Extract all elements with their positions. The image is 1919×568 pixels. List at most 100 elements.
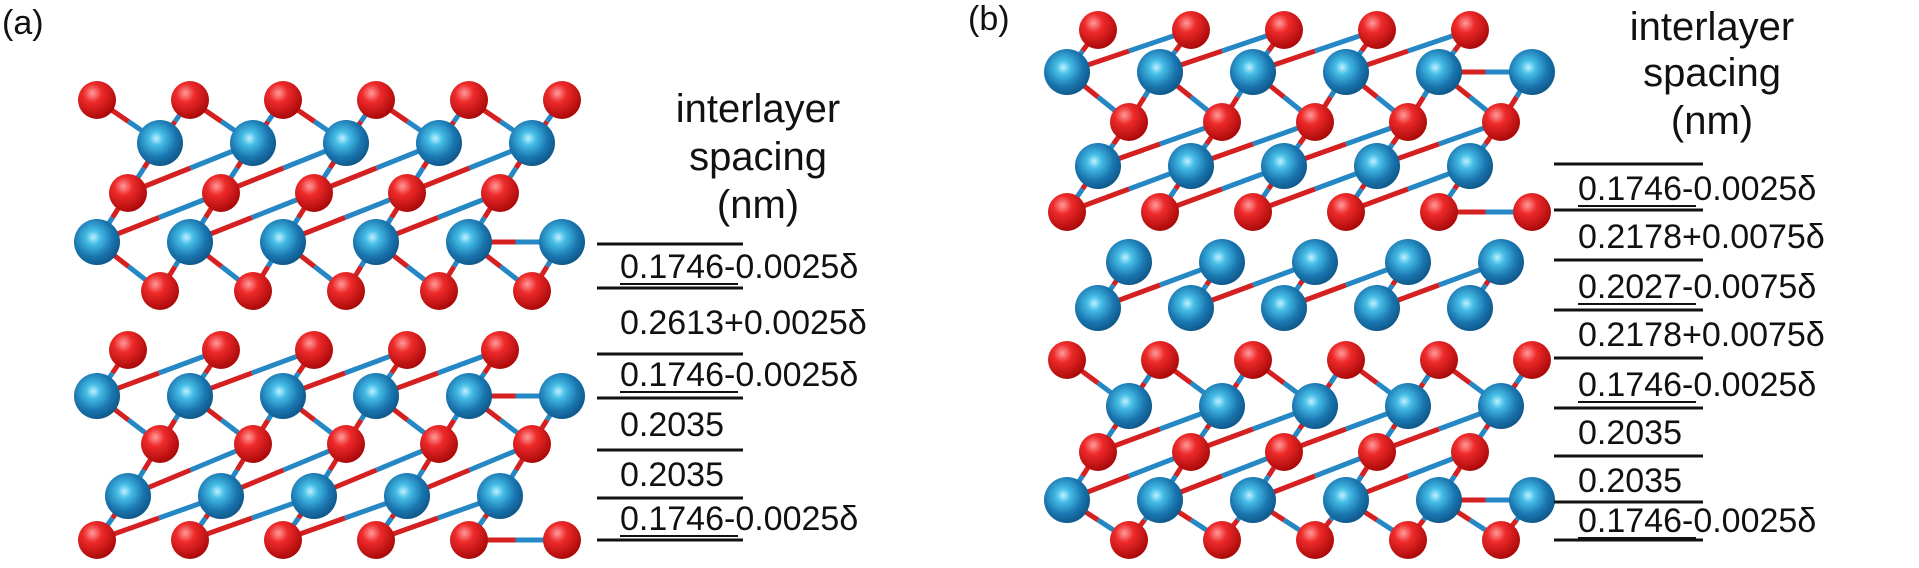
red-atom (357, 81, 395, 119)
panel-b-atom-spheres (1044, 11, 1555, 559)
red-atom (1079, 433, 1117, 471)
panel-b-header-line-1: interlayer (1630, 5, 1795, 49)
red-atom (1265, 433, 1303, 471)
blue-atom (1168, 143, 1214, 189)
blue-atom (477, 473, 523, 519)
blue-atom (230, 120, 276, 166)
blue-atom (1323, 477, 1369, 523)
blue-atom (1447, 143, 1493, 189)
spacing-value: 0.1746-0.0025δ (620, 248, 858, 286)
red-atom (1420, 341, 1458, 379)
panel-b-spacing-table: 0.1746-0.0025δ 0.2178+0.0075δ 0.2027-0.0… (1554, 162, 1825, 542)
spacing-value: 0.2613+0.0025δ (620, 304, 867, 342)
blue-atom (1199, 239, 1245, 285)
red-atom (1296, 521, 1334, 559)
red-atom (295, 174, 333, 212)
red-atom (388, 331, 426, 369)
blue-atom (1075, 285, 1121, 331)
red-atom (450, 521, 488, 559)
red-atom (1172, 433, 1210, 471)
red-atom (420, 272, 458, 310)
panel-b-label: (b) (968, 0, 1010, 38)
blue-atom (260, 219, 306, 265)
spacing-value: 0.2178+0.0075δ (1578, 218, 1825, 256)
blue-atom (1447, 285, 1493, 331)
red-atom (1513, 193, 1551, 231)
spacing-value: 0.1746-0.0025δ (1578, 366, 1816, 404)
panel-a-atom-spheres (74, 81, 585, 559)
red-atom (78, 521, 116, 559)
red-atom (141, 272, 179, 310)
blue-atom (1106, 383, 1152, 429)
red-atom (1420, 193, 1458, 231)
blue-atom (509, 120, 555, 166)
panel-b-header-line-3: (nm) (1671, 99, 1753, 143)
red-atom (481, 331, 519, 369)
panel-a-header-line-1: interlayer (676, 87, 841, 131)
spacing-value: 0.1746-0.0025δ (1578, 170, 1816, 208)
blue-atom (446, 373, 492, 419)
red-atom (78, 81, 116, 119)
blue-atom (167, 373, 213, 419)
red-atom (1141, 193, 1179, 231)
red-atom (295, 331, 333, 369)
blue-atom (539, 373, 585, 419)
red-atom (1358, 11, 1396, 49)
red-atom (1482, 103, 1520, 141)
blue-atom (1478, 383, 1524, 429)
blue-atom (1509, 49, 1555, 95)
red-atom (1141, 341, 1179, 379)
blue-atom (1261, 143, 1307, 189)
blue-atom (1075, 143, 1121, 189)
blue-atom (1292, 383, 1338, 429)
panel-a: (a) interlayer spacing (nm) 0.1746-0.002… (2, 4, 867, 559)
red-atom (171, 521, 209, 559)
blue-atom (353, 373, 399, 419)
red-atom (1358, 433, 1396, 471)
spacing-value: 0.2035 (620, 406, 724, 444)
red-atom (171, 81, 209, 119)
blue-atom (1199, 383, 1245, 429)
panel-a-spacing-table: 0.1746-0.0025δ 0.2613+0.0025δ 0.1746-0.0… (597, 242, 867, 542)
red-atom (1265, 11, 1303, 49)
blue-atom (1385, 239, 1431, 285)
blue-atom (1137, 49, 1183, 95)
red-atom (1110, 103, 1148, 141)
panel-b-atoms (1044, 11, 1555, 559)
blue-atom (1044, 49, 1090, 95)
red-atom (202, 174, 240, 212)
blue-atom (1385, 383, 1431, 429)
panel-b-header-line-2: spacing (1643, 51, 1781, 95)
blue-atom (416, 120, 462, 166)
red-atom (1451, 11, 1489, 49)
red-atom (109, 174, 147, 212)
blue-atom (353, 219, 399, 265)
panel-a-header-line-3: (nm) (717, 183, 799, 227)
red-atom (513, 272, 551, 310)
blue-atom (1416, 49, 1462, 95)
red-atom (1389, 521, 1427, 559)
blue-atom (539, 219, 585, 265)
panel-a-atoms (74, 81, 585, 559)
spacing-value: 0.1746-0.0025δ (1578, 502, 1816, 540)
red-atom (1296, 103, 1334, 141)
spacing-value: 0.2027-0.0075δ (1578, 268, 1816, 306)
panel-b-spacing-header: interlayer spacing (nm) (1630, 5, 1795, 143)
red-atom (109, 331, 147, 369)
red-atom (420, 425, 458, 463)
red-atom (1203, 521, 1241, 559)
red-atom (357, 521, 395, 559)
blue-atom (74, 373, 120, 419)
blue-atom (105, 473, 151, 519)
red-atom (1234, 193, 1272, 231)
blue-atom (291, 473, 337, 519)
blue-atom (1106, 239, 1152, 285)
blue-atom (1509, 477, 1555, 523)
red-atom (1172, 11, 1210, 49)
spacing-value: 0.2178+0.0075δ (1578, 316, 1825, 354)
panel-b: (b) interlayer spacing (nm) 0.1746-0.002… (968, 0, 1825, 559)
panel-a-bonds (94, 97, 565, 543)
blue-atom (1354, 143, 1400, 189)
red-atom (1048, 341, 1086, 379)
